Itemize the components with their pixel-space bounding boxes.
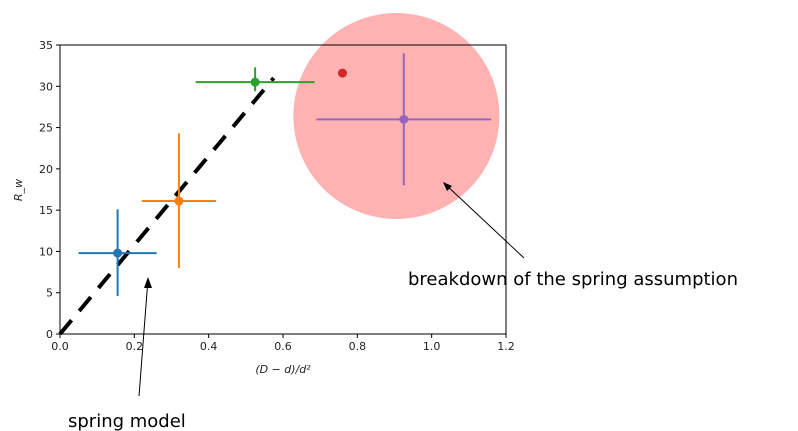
y-tick-label: 15 (39, 204, 53, 217)
y-tick-label: 20 (39, 163, 53, 176)
annotation-breakdown: breakdown of the spring assumption (408, 269, 738, 290)
data-point (337, 68, 347, 78)
y-tick-label: 5 (46, 287, 53, 300)
point-marker (174, 196, 184, 206)
data-point (195, 67, 315, 92)
y-tick-label: 35 (39, 39, 53, 52)
x-tick-label: 0.0 (51, 340, 69, 353)
x-tick-label: 1.2 (497, 340, 515, 353)
x-axis: 0.0 0.2 0.4 0.6 0.8 1.0 1.2 (51, 334, 515, 353)
y-tick-label: 0 (46, 328, 53, 341)
highlight-circle (293, 13, 500, 220)
annotation-spring: spring model (68, 411, 186, 431)
data-point (316, 53, 492, 186)
data-point (141, 133, 217, 268)
x-tick-label: 1.0 (423, 340, 441, 353)
y-axis: 0 5 10 15 20 25 30 35 (39, 39, 60, 341)
point-marker (337, 68, 347, 78)
data-point (78, 209, 157, 297)
x-axis-label: (D − d)/d² (255, 363, 311, 376)
point-marker (113, 248, 123, 258)
data-points (78, 53, 492, 297)
annotation-spring-arrowhead (144, 277, 152, 288)
y-tick-label: 10 (39, 245, 53, 258)
point-marker (399, 114, 409, 124)
x-tick-label: 0.4 (200, 340, 218, 353)
annotation-spring-arrow (138, 278, 149, 397)
x-tick-label: 0.8 (349, 340, 367, 353)
y-axis-label: R_w (12, 179, 25, 201)
fit-line (58, 76, 276, 336)
y-tick-label: 30 (39, 80, 53, 93)
annotation-breakdown-arrowhead (443, 182, 452, 191)
y-tick-label: 25 (39, 122, 53, 135)
x-tick-label: 0.2 (126, 340, 144, 353)
point-marker (250, 77, 260, 87)
x-tick-label: 0.6 (274, 340, 292, 353)
annotation-breakdown-arrow (443, 182, 525, 259)
